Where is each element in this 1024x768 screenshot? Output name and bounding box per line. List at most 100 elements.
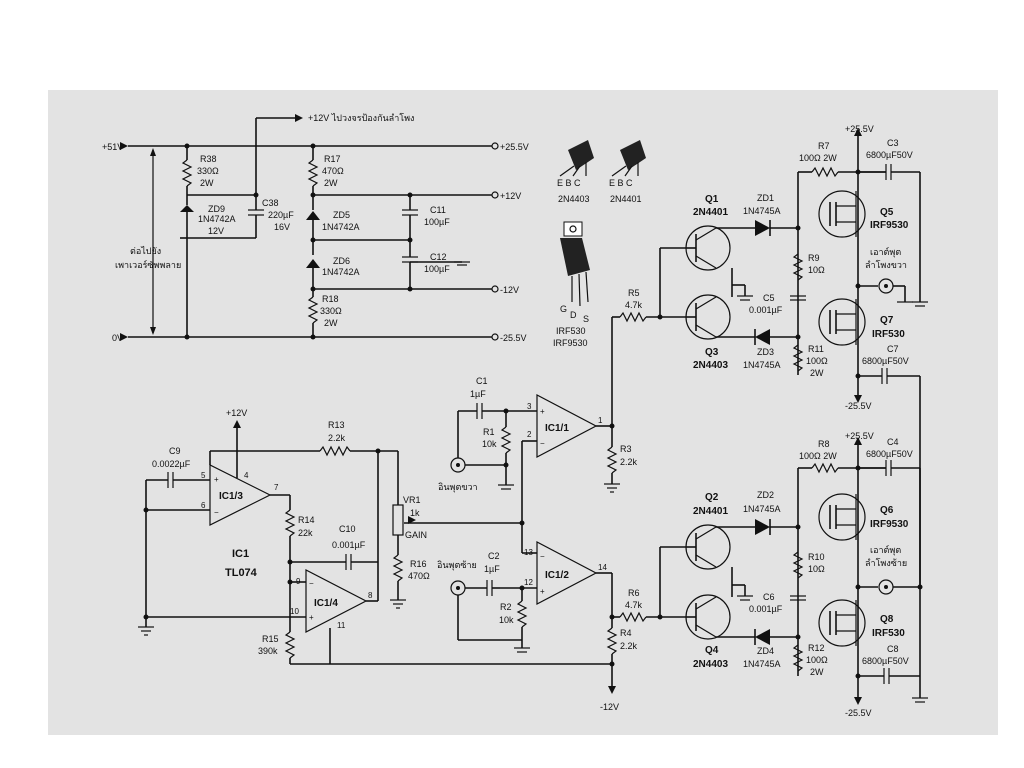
zd4-part: 1N4745A [743, 659, 781, 669]
output-stage-top: R5 4.7k Q1 2N4401 Q3 2N4403 ZD1 1N4745A [611, 124, 928, 587]
q8-mosfet-icon [818, 599, 866, 647]
c9-value: 0.0022µF [152, 459, 191, 469]
q5-part: IRF9530 [870, 220, 909, 231]
c8-ref: C8 [887, 644, 899, 654]
c38-ref: C38 [262, 198, 279, 208]
top-vm-label: -25.5V [845, 401, 872, 411]
r8-ref: R8 [818, 439, 830, 449]
r18-resistor [307, 296, 319, 324]
svg-text:7: 7 [274, 483, 279, 492]
svg-text:10: 10 [290, 607, 299, 616]
svg-text:1: 1 [598, 416, 603, 425]
to-protect-label: +12V ไปวงจรป้องกันลำโพง [308, 113, 414, 123]
transistor-package-icon [611, 140, 646, 177]
r7-value: 100Ω 2W [799, 153, 837, 163]
c2-value: 1µF [484, 564, 500, 574]
q4-part: 2N4403 [693, 659, 728, 670]
out-p12-label: +12V [500, 191, 521, 201]
r4-ref: R4 [620, 628, 632, 638]
zd6-part: 1N4742A [322, 267, 360, 277]
r4-value: 2.2k [620, 641, 638, 651]
power-supply-section: +51V +25.5V 0V -25.5V +12V -12V ต่อไปยัง… [102, 113, 529, 343]
r17-resistor [307, 159, 319, 187]
r11-ref: R11 [808, 344, 824, 354]
r38-power: 2W [200, 178, 214, 188]
c11-ref: C11 [430, 205, 446, 215]
c12-ref: C12 [430, 252, 447, 262]
r14-value: 22k [298, 528, 313, 538]
r12-power: 2W [810, 667, 824, 677]
zd5-part: 1N4742A [322, 222, 360, 232]
ic1-4-label: IC1/4 [314, 598, 338, 609]
bot-out-label-2: ลำโพงซ้าย [865, 558, 907, 568]
c3-ref: C3 [887, 138, 899, 148]
r15-ref: R15 [262, 634, 279, 644]
r6-value: 4.7k [625, 600, 643, 610]
svg-text:+: + [540, 587, 545, 596]
c2-ref: C2 [488, 551, 500, 561]
r2-value: 10k [499, 615, 514, 625]
c12-value: 100µF [424, 264, 450, 274]
c4-value: 6800µF50V [866, 449, 913, 459]
zd6-zener-icon [306, 259, 320, 268]
q7-part: IRF530 [872, 329, 905, 340]
q6-mosfet-icon [818, 493, 866, 541]
svg-text:−: − [540, 552, 545, 561]
r5-value: 4.7k [625, 300, 643, 310]
q6-ref: Q6 [880, 505, 894, 516]
r10-ref: R10 [808, 552, 825, 562]
zd5-zener-icon [306, 211, 320, 220]
c8-value: 6800µF50V [862, 656, 909, 666]
r15-value: 390k [258, 646, 278, 656]
zd1-ref: ZD1 [757, 193, 774, 203]
r12-ref: R12 [808, 643, 825, 653]
zd9-voltage: 12V [208, 226, 224, 236]
zd3-ref: ZD3 [757, 347, 774, 357]
c10-value: 0.001µF [332, 540, 366, 550]
output-stage-bottom: R6 4.7k Q2 2N4401 Q4 2N4403 ZD2 1N4745A [612, 431, 928, 718]
c38-value: 220µF [268, 210, 294, 220]
svg-text:+: + [309, 613, 314, 622]
q7-mosfet-icon [818, 298, 866, 346]
mos-pin-d: D [570, 310, 577, 320]
to-psu-label-2: เพาเวอร์ซัพพลาย [115, 259, 181, 270]
pkg2-label: 2N4401 [610, 194, 642, 204]
ic1-part: TL074 [225, 567, 258, 579]
r18-value: 330Ω [320, 306, 342, 316]
zd1-zener-icon [755, 220, 770, 236]
zd3-zener-icon [755, 329, 770, 345]
r17-ref: R17 [324, 154, 341, 164]
q1-part: 2N4401 [693, 207, 728, 218]
v51-label: +51V [102, 142, 123, 152]
preamp-section: IC1/3 + − 5 6 4 7 +12V C9 0.0022µF R13 2… [138, 376, 638, 712]
c3-value: 6800µF50V [866, 150, 913, 160]
zd2-part: 1N4745A [743, 504, 781, 514]
r14-ref: R14 [298, 515, 315, 525]
pkg1-label: 2N4403 [558, 194, 590, 204]
r13-value: 2.2k [328, 433, 346, 443]
c1-ref: C1 [476, 376, 488, 386]
ic1-3-label: IC1/3 [219, 491, 243, 502]
vr1-ref: VR1 [403, 495, 421, 505]
r5-ref: R5 [628, 288, 640, 298]
bot-vp-label: +25.5V [845, 431, 874, 441]
zd2-zener-icon [755, 519, 770, 535]
top-vp-label: +25.5V [845, 124, 874, 134]
out-p25-label: +25.5V [500, 142, 529, 152]
r9-value: 10Ω [808, 265, 825, 275]
r16-ref: R16 [410, 559, 427, 569]
r10-value: 10Ω [808, 564, 825, 574]
bot-vm-label: -25.5V [845, 708, 872, 718]
r18-power: 2W [324, 318, 338, 328]
r12-value: 100Ω [806, 655, 828, 665]
package-pinouts: E B C 2N4403 E B C 2N4401 G D S IRF530 I… [553, 140, 646, 348]
ic1-vminus-label: -12V [600, 702, 619, 712]
svg-text:14: 14 [598, 563, 607, 572]
svg-text:4: 4 [244, 471, 249, 480]
q8-part: IRF530 [872, 628, 905, 639]
mos-pin-s: S [583, 314, 589, 324]
q1-ref: Q1 [705, 194, 719, 205]
mosfet-package-icon [560, 221, 590, 307]
q2-ref: Q2 [705, 492, 719, 503]
